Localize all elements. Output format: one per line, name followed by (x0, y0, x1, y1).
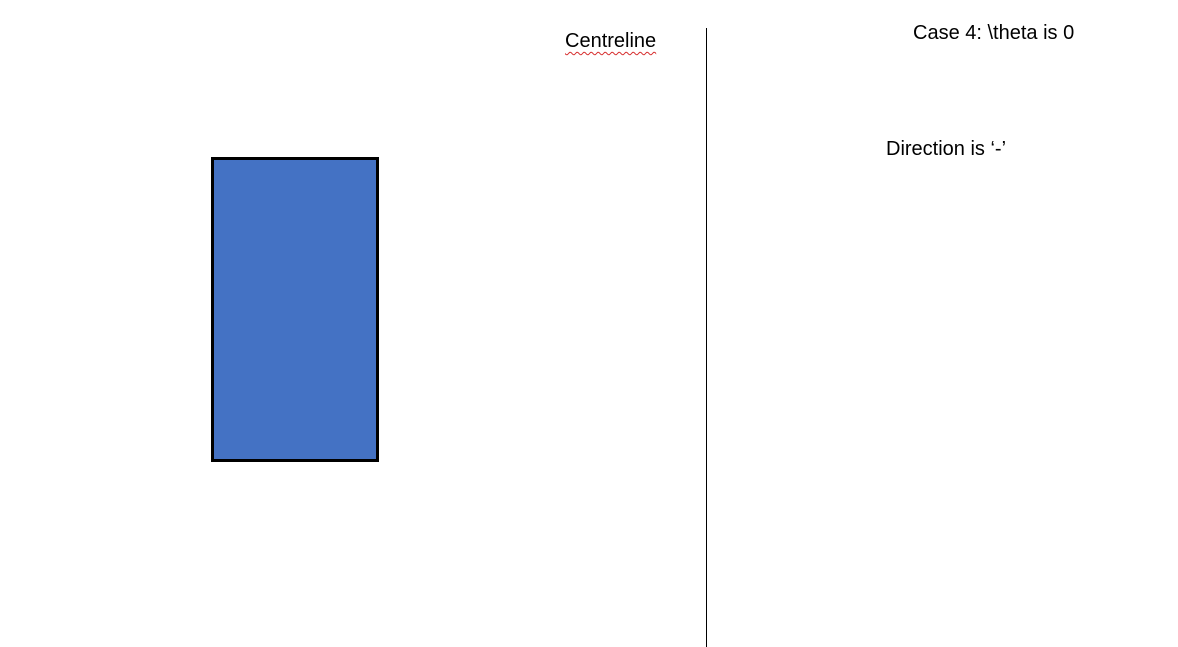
direction-label: Direction is ‘-’ (886, 138, 1007, 160)
blue-rectangle-block (211, 157, 379, 462)
case-title: Case 4: \theta is 0 (913, 22, 1075, 44)
centreline (706, 28, 707, 647)
centreline-label: Centreline (565, 30, 657, 52)
